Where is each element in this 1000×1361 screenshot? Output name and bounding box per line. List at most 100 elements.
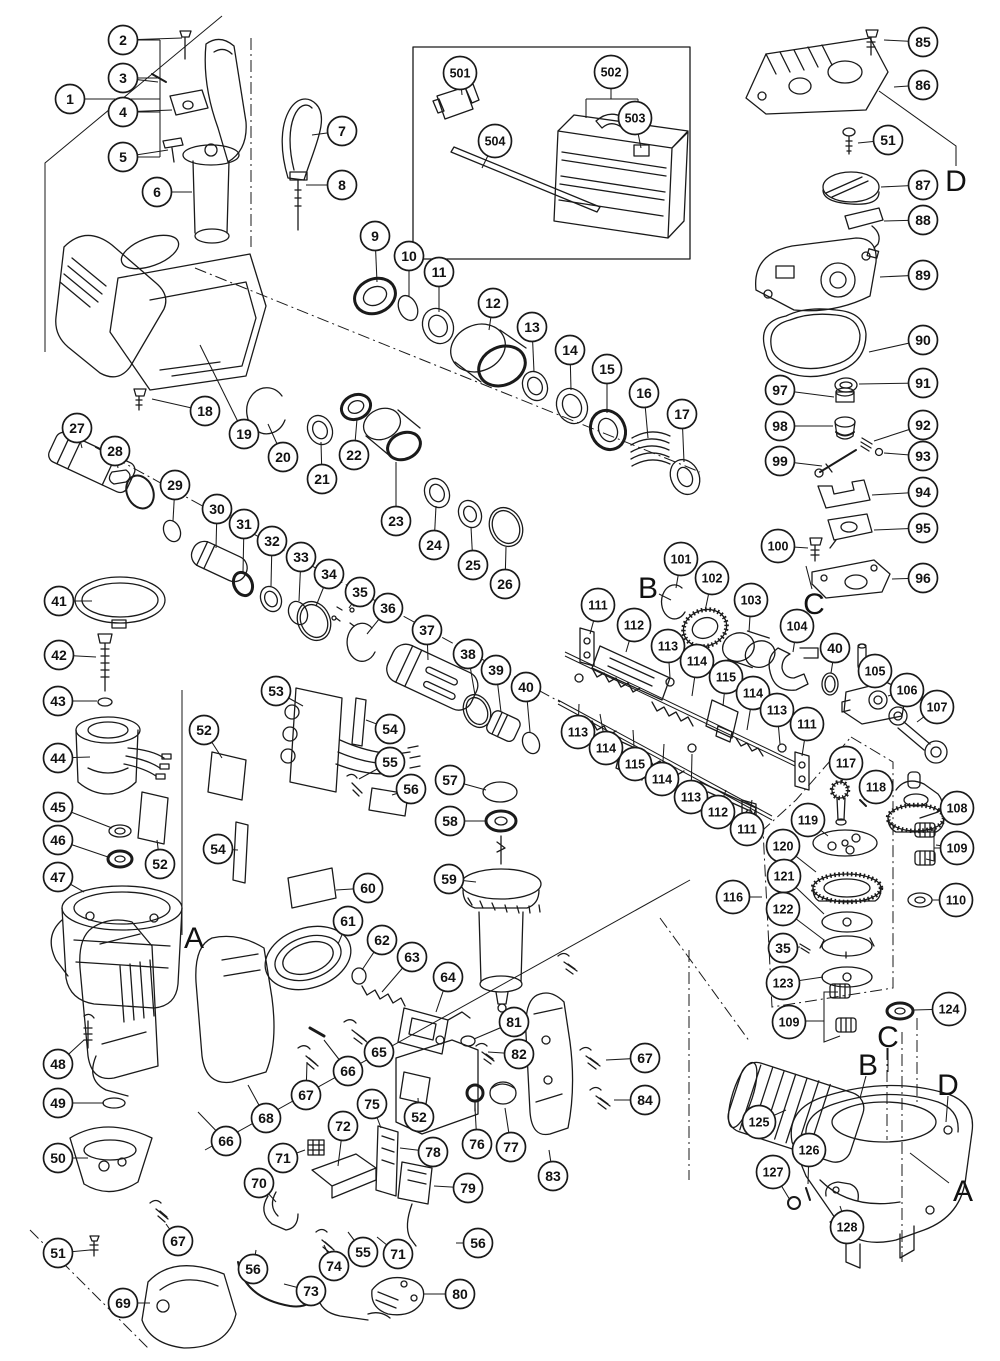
svg-text:66: 66 xyxy=(218,1133,234,1149)
balloon-46-66: 46 xyxy=(42,824,74,856)
balloon-54-74: 54 xyxy=(374,713,406,745)
svg-text:504: 504 xyxy=(485,135,506,149)
svg-text:104: 104 xyxy=(787,620,808,634)
balloon-48-68: 48 xyxy=(42,1048,74,1080)
balloon-92-22: 92 xyxy=(907,409,939,441)
svg-text:85: 85 xyxy=(915,34,931,50)
svg-text:109: 109 xyxy=(779,1016,800,1030)
section-letter-A-7: A xyxy=(953,1175,973,1208)
balloon-14-34: 14 xyxy=(554,334,586,366)
svg-text:36: 36 xyxy=(380,600,396,616)
balloon-122-147: 122 xyxy=(765,891,801,927)
svg-text:113: 113 xyxy=(767,704,787,718)
svg-text:67: 67 xyxy=(298,1087,314,1103)
svg-text:54: 54 xyxy=(210,841,226,857)
balloon-501-8: 501 xyxy=(442,55,478,91)
svg-text:53: 53 xyxy=(268,683,284,699)
balloon-123-149: 123 xyxy=(765,965,801,1001)
svg-text:13: 13 xyxy=(524,319,540,335)
svg-text:91: 91 xyxy=(915,375,931,391)
balloon-25-45: 25 xyxy=(457,549,489,581)
balloon-127-154: 127 xyxy=(755,1154,791,1190)
balloon-102-116: 102 xyxy=(694,560,730,596)
balloon-52-99: 52 xyxy=(403,1101,435,1133)
bracket-link-10 xyxy=(925,828,941,849)
balloon-116-141: 116 xyxy=(715,879,751,915)
balloon-128-155: 128 xyxy=(829,1209,865,1245)
svg-text:111: 111 xyxy=(797,718,817,732)
balloon-107-122: 107 xyxy=(919,689,955,725)
svg-text:126: 126 xyxy=(799,1144,820,1158)
balloon-111-133: 111 xyxy=(789,706,825,742)
svg-text:27: 27 xyxy=(69,420,85,436)
balloon-37-57: 37 xyxy=(411,614,443,646)
svg-text:75: 75 xyxy=(364,1096,380,1112)
balloon-105-120: 105 xyxy=(857,653,893,689)
svg-text:501: 501 xyxy=(450,67,471,81)
balloon-60-82: 60 xyxy=(352,872,384,904)
svg-text:113: 113 xyxy=(568,726,588,740)
part-sketch-cylinder-striker-chain xyxy=(48,431,541,755)
balloon-19-39: 19 xyxy=(228,418,260,450)
leader-letter-A-7 xyxy=(909,1152,950,1184)
svg-text:114: 114 xyxy=(652,773,672,787)
balloon-104-118: 104 xyxy=(779,608,815,644)
svg-text:115: 115 xyxy=(625,758,645,772)
svg-text:84: 84 xyxy=(637,1092,653,1108)
svg-text:98: 98 xyxy=(772,418,788,434)
balloon-51-14: 51 xyxy=(872,124,904,156)
svg-text:52: 52 xyxy=(411,1109,427,1125)
balloon-51-71: 51 xyxy=(42,1237,74,1269)
balloon-39-59: 39 xyxy=(480,654,512,686)
svg-text:80: 80 xyxy=(452,1286,468,1302)
balloon-2-1: 2 xyxy=(107,24,139,56)
svg-text:52: 52 xyxy=(152,856,168,872)
svg-text:67: 67 xyxy=(637,1050,653,1066)
svg-text:121: 121 xyxy=(774,870,795,884)
svg-text:63: 63 xyxy=(404,949,420,965)
svg-text:18: 18 xyxy=(197,403,213,419)
svg-text:125: 125 xyxy=(749,1116,770,1130)
balloon-12-32: 12 xyxy=(477,287,509,319)
svg-text:17: 17 xyxy=(674,406,690,422)
svg-text:71: 71 xyxy=(390,1246,406,1262)
svg-text:46: 46 xyxy=(50,832,66,848)
balloon-80-104: 80 xyxy=(444,1278,476,1310)
svg-text:87: 87 xyxy=(915,177,931,193)
bracket-link-13 xyxy=(823,1021,841,1043)
svg-text:90: 90 xyxy=(915,332,931,348)
svg-text:100: 100 xyxy=(768,540,789,554)
balloon-16-36: 16 xyxy=(628,377,660,409)
svg-text:23: 23 xyxy=(388,513,404,529)
leader-letter-C-2 xyxy=(805,565,813,590)
balloon-89-17: 89 xyxy=(907,259,939,291)
svg-text:79: 79 xyxy=(460,1180,476,1196)
svg-text:11: 11 xyxy=(432,264,447,280)
svg-text:102: 102 xyxy=(702,572,723,586)
svg-text:115: 115 xyxy=(716,671,736,685)
balloon-56-113: 56 xyxy=(237,1253,269,1285)
balloon-114-137: 114 xyxy=(644,761,680,797)
svg-text:70: 70 xyxy=(251,1175,267,1191)
svg-text:32: 32 xyxy=(264,533,280,549)
part-sketch-crank-cover-parts xyxy=(745,29,891,599)
balloon-68-90: 68 xyxy=(250,1102,282,1134)
svg-text:15: 15 xyxy=(599,361,615,377)
balloon-33-53: 33 xyxy=(285,541,317,573)
svg-text:51: 51 xyxy=(50,1245,66,1261)
svg-text:5: 5 xyxy=(119,149,127,165)
balloon-27-47: 27 xyxy=(61,412,93,444)
balloon-3-2: 3 xyxy=(107,62,139,94)
balloon-34-54: 34 xyxy=(313,558,345,590)
svg-text:19: 19 xyxy=(236,426,252,442)
svg-text:105: 105 xyxy=(865,665,886,679)
balloon-6-5: 6 xyxy=(141,176,173,208)
balloon-75-98: 75 xyxy=(356,1088,388,1120)
balloon-90-18: 90 xyxy=(907,324,939,356)
svg-text:1: 1 xyxy=(66,91,74,107)
svg-text:83: 83 xyxy=(545,1168,561,1184)
balloon-87-15: 87 xyxy=(907,169,939,201)
svg-text:3: 3 xyxy=(119,70,127,86)
balloon-76-100: 76 xyxy=(461,1128,493,1160)
